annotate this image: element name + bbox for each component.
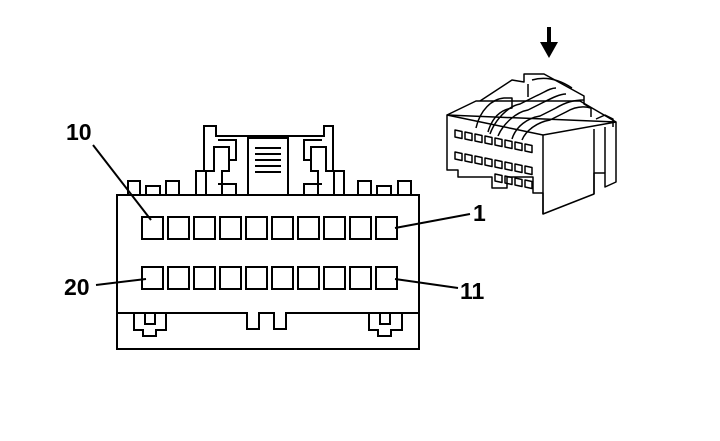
pin-cavity xyxy=(272,217,293,239)
pin-cavity xyxy=(168,267,189,289)
pin-label-1: 1 xyxy=(473,200,486,226)
pin-cavity xyxy=(220,217,241,239)
pin-cavity xyxy=(194,217,215,239)
iso-latch-arm-right xyxy=(512,100,584,139)
iso-pin xyxy=(475,156,482,165)
arrow-down-icon xyxy=(540,27,558,58)
iso-pin xyxy=(475,134,482,143)
iso-latch-arm-mid2 xyxy=(498,94,566,136)
pin-cavity xyxy=(142,217,163,239)
iso-pin xyxy=(455,152,462,161)
iso-pin xyxy=(495,160,502,169)
iso-pin xyxy=(485,158,492,167)
pin-cavity xyxy=(168,217,189,239)
top-tab-right-1 xyxy=(358,181,371,195)
latch-window-left-inner xyxy=(145,313,155,324)
leader-line-pin-11 xyxy=(395,279,458,288)
pin-cavity xyxy=(376,217,397,239)
connector-inner-ledge xyxy=(117,313,419,329)
iso-pin xyxy=(485,136,492,145)
iso-pin-row-lower xyxy=(495,174,532,189)
latch-arm-right xyxy=(304,140,322,195)
latch-housing-left-wall xyxy=(206,147,229,195)
iso-latch-arm-right2 xyxy=(522,107,591,140)
pin-label-10: 10 xyxy=(66,119,92,145)
top-tab-left-1 xyxy=(128,181,140,195)
iso-pin xyxy=(515,142,522,151)
pin-row-bottom xyxy=(142,267,397,289)
iso-pin xyxy=(515,164,522,173)
iso-side-tab xyxy=(596,115,613,127)
latch-arm-left xyxy=(218,140,236,195)
iso-pin xyxy=(525,144,532,153)
latch-center-block xyxy=(248,138,288,195)
pin-cavity xyxy=(220,267,241,289)
connector-face-view xyxy=(93,126,470,349)
pin-cavity xyxy=(298,267,319,289)
iso-side-ridge xyxy=(594,127,605,194)
iso-latch-top-curve xyxy=(532,78,572,88)
top-tab-right-3 xyxy=(398,181,411,195)
pin-cavity xyxy=(376,267,397,289)
iso-pin xyxy=(465,154,472,163)
iso-pin-row-bottom xyxy=(455,152,532,175)
pin-cavity xyxy=(272,267,293,289)
iso-latch-arm-left xyxy=(476,98,512,132)
iso-front-face xyxy=(447,115,616,214)
pin-cavity xyxy=(194,267,215,289)
pin-cavity xyxy=(142,267,163,289)
iso-pin xyxy=(495,174,502,183)
iso-pin xyxy=(525,166,532,175)
leader-line-pin-1 xyxy=(395,214,470,228)
pin-cavity xyxy=(350,217,371,239)
iso-pin xyxy=(525,180,532,189)
iso-pin-row-top xyxy=(455,130,532,153)
latch-housing-right-wall xyxy=(311,147,334,195)
iso-pin xyxy=(515,178,522,187)
connector-isometric-view xyxy=(447,74,616,214)
top-tab-left-2 xyxy=(146,186,160,195)
pin-cavity xyxy=(324,267,345,289)
iso-latch-arm-mid xyxy=(490,88,556,134)
latch-window-right xyxy=(369,313,402,336)
pin-label-11: 11 xyxy=(460,278,485,304)
leader-line-pin-10 xyxy=(93,145,151,220)
iso-pin xyxy=(455,130,462,139)
leader-line-pin-20 xyxy=(96,279,146,285)
iso-pin xyxy=(505,162,512,171)
pin-cavity xyxy=(324,217,345,239)
pin-cavity xyxy=(350,267,371,289)
latch-window-left xyxy=(134,313,166,336)
top-tab-right-2 xyxy=(377,186,391,195)
pin-cavity xyxy=(246,217,267,239)
pin-cavity xyxy=(298,217,319,239)
iso-pin xyxy=(495,138,502,147)
iso-top-face xyxy=(447,101,616,122)
iso-pin xyxy=(465,132,472,141)
pin-row-top xyxy=(142,217,397,239)
latch-window-right-inner xyxy=(380,313,390,324)
pin-label-20: 20 xyxy=(64,274,90,300)
top-tab-left-3 xyxy=(166,181,179,195)
iso-pin xyxy=(505,140,512,149)
pin-cavity xyxy=(246,267,267,289)
iso-pin xyxy=(505,176,512,185)
